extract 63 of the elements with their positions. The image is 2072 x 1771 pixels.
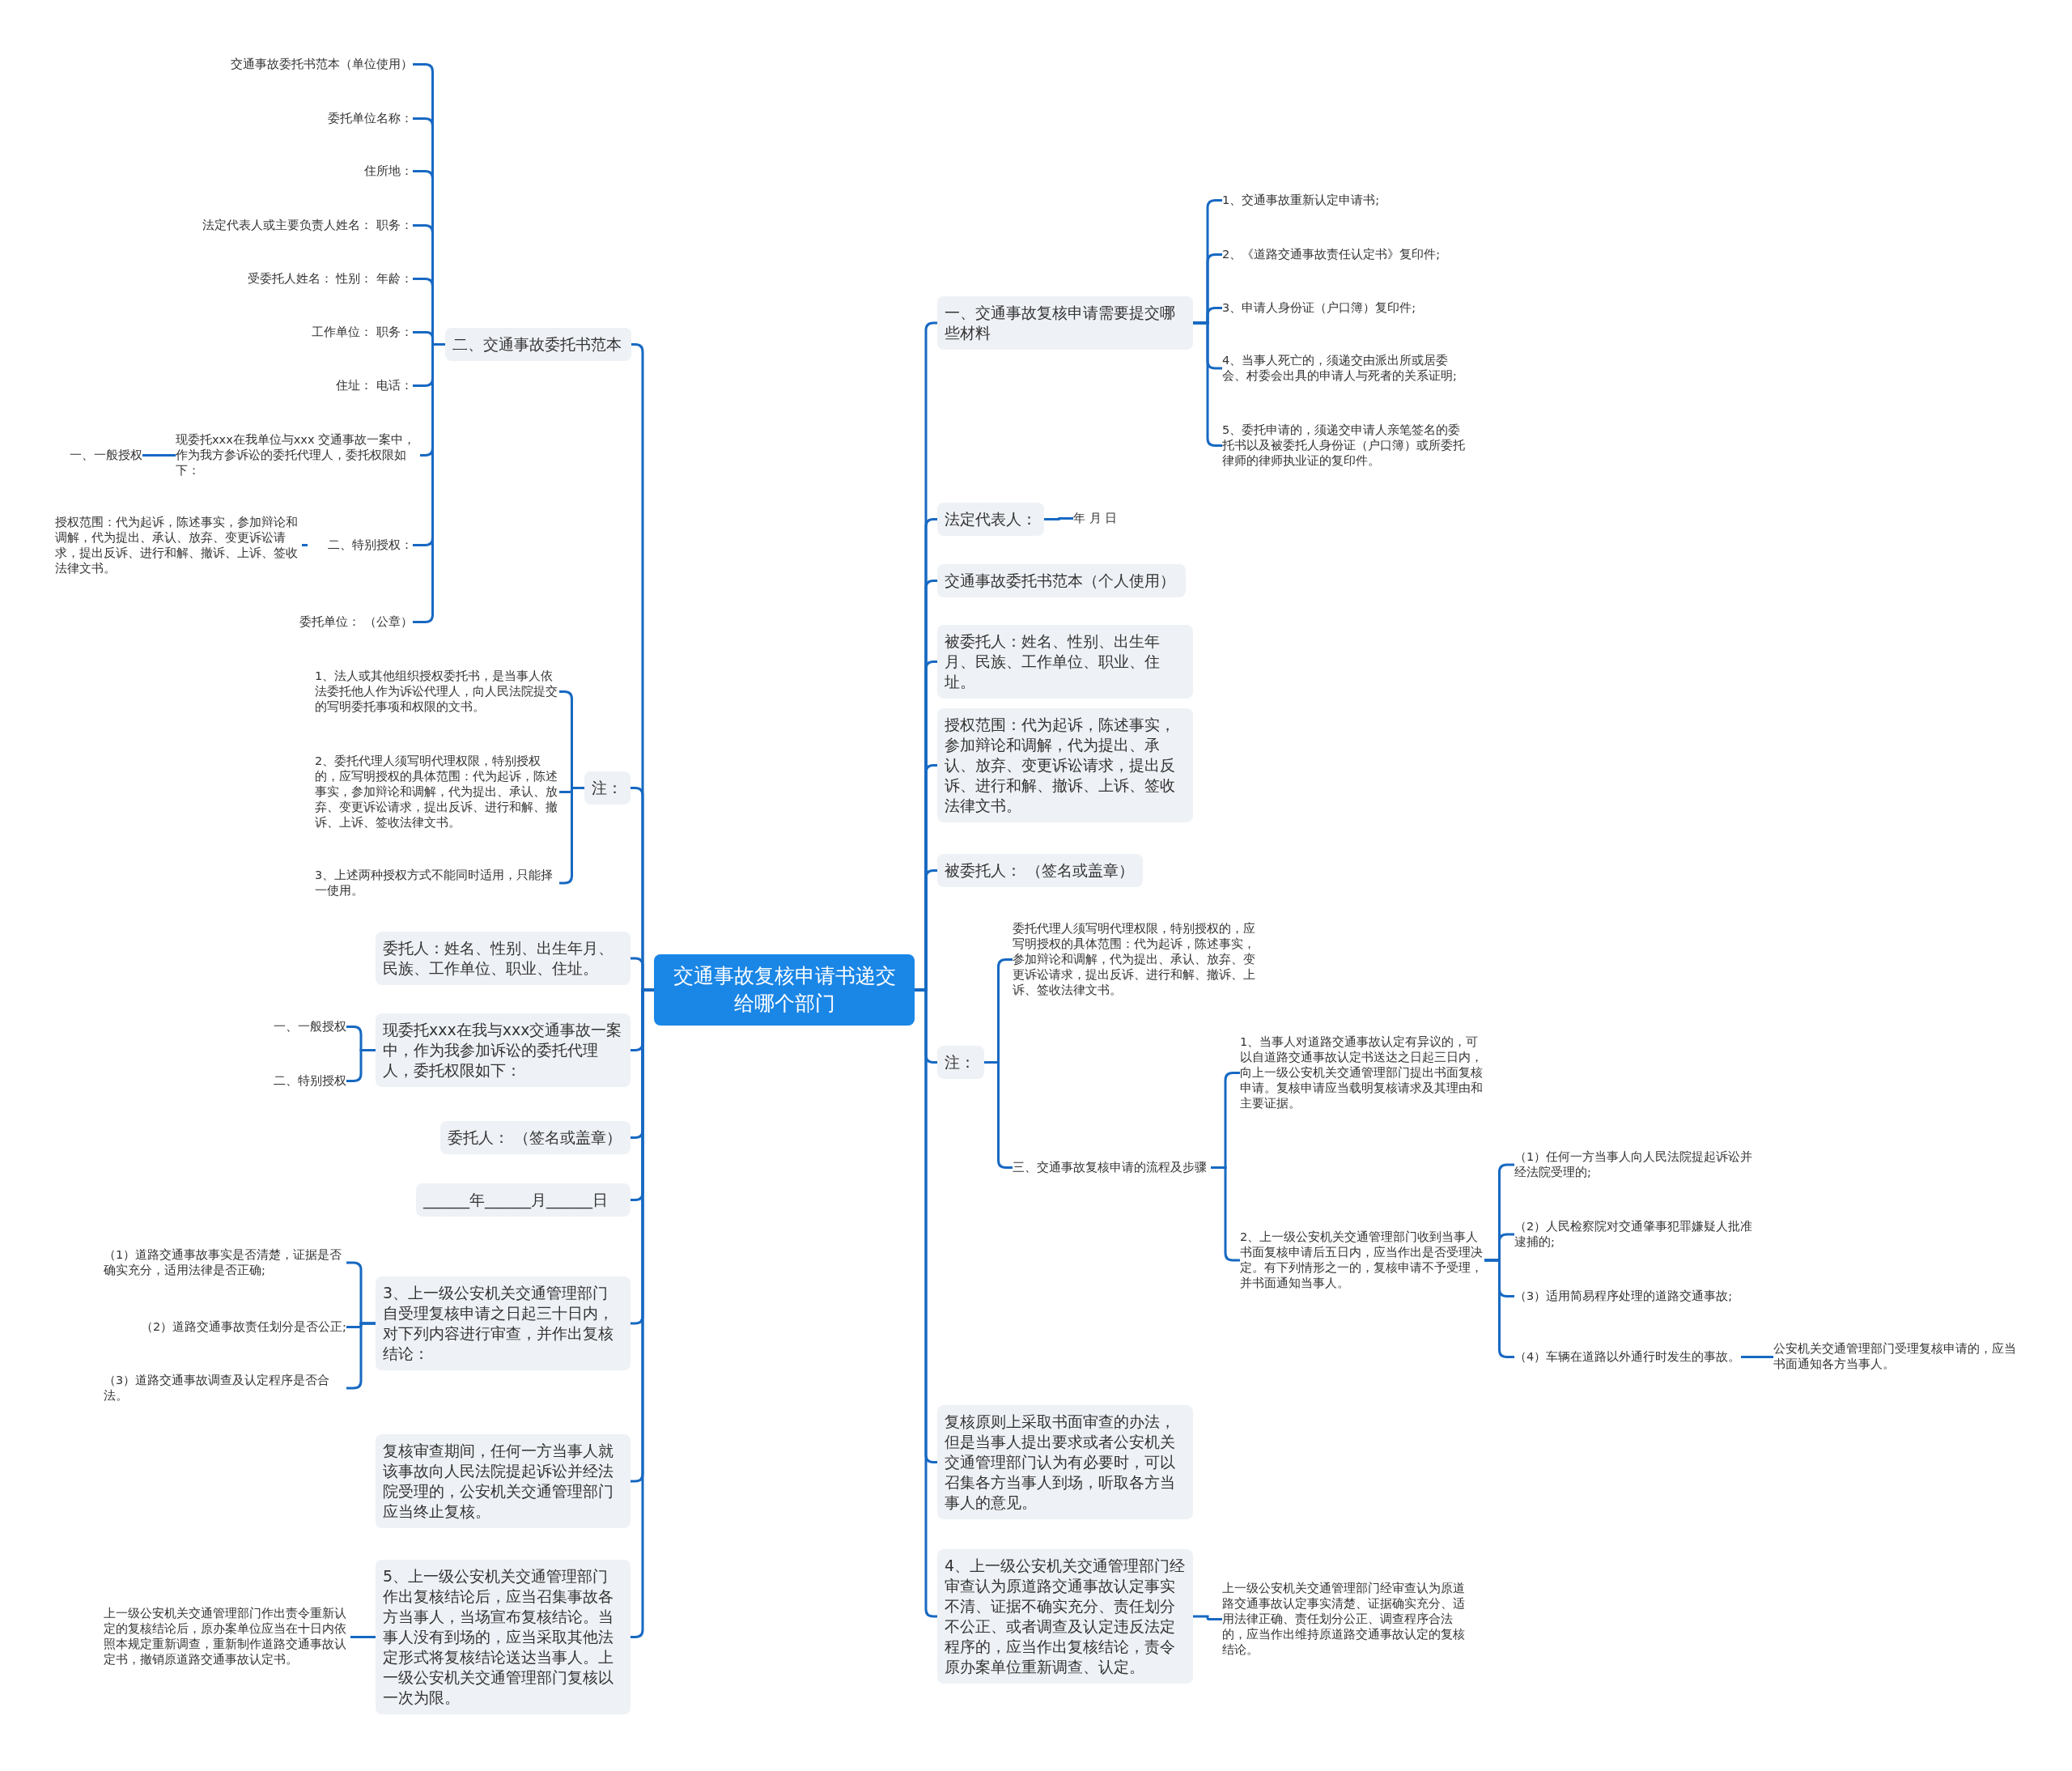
- topic-box: ______年______月______日: [416, 1183, 631, 1217]
- topic-box: 注：: [584, 771, 631, 805]
- topic-box: 3、上一级公安机关交通管理部门自受理复核申请之日起三十日内，对下列内容进行审查，并作出复核结论：: [376, 1276, 631, 1370]
- connector-line: [142, 454, 176, 457]
- topic-text: 1、法人或其他组织授权委托书，是当事人依法委托他人作为诉讼代理人，向人民法院提交的写明委托事项和权限的文书。: [315, 667, 559, 716]
- topic-text: 一、一般授权: [243, 1017, 346, 1036]
- topic-box: 复核审查期间，任何一方当事人就该事故向人民法院提起诉讼并经法院受理的，公安机关交通管理部门应当终止复核。: [376, 1434, 631, 1528]
- topic-text: 上一级公安机关交通管理部门经审查认为原道路交通事故认定事实清楚、证据确实充分、适用法律正确、责任划分公正、调查程序合法的，应当作出维持原道路交通事故认定的复核结论。: [1222, 1579, 1467, 1659]
- connector-line: [1741, 1356, 1773, 1358]
- topic-text: 住所地：: [89, 162, 413, 180]
- topic-text: 法定代表人或主要负责人姓名： 职务：: [89, 216, 413, 235]
- topic-text: 住址： 电话：: [89, 376, 413, 395]
- topic-box: 授权范围：代为起诉，陈述事实，参加辩论和调解，代为提出、承认、放弃、变更诉讼请求，提出反诉、进行和解、撤诉、上诉、签收法律文书。: [937, 708, 1193, 822]
- topic-text: （1）道路交通事故事实是否清楚，证据是否确实充分，适用法律是否正确;: [104, 1246, 346, 1280]
- topic-box: 复核原则上采取书面审查的办法，但是当事人提出要求或者公安机关交通管理部门认为有必要时，可以召集各方当事人到场，听取各方当事人的意见。: [937, 1405, 1193, 1519]
- topic-text: 现委托xxx在我单位与xxx 交通事故一案中，作为我方参诉讼的委托代理人，委托权限如下：: [176, 431, 420, 480]
- topic-box: 二、交通事故委托书范本: [445, 328, 631, 361]
- topic-box: 5、上一级公安机关交通管理部门作出复核结论后，应当召集事故各方当事人，当场宣布复核结论。当事人没有到场的，应当采取其他法定形式将复核结论送达当事人。上一级公安机关交通管理部门复核以一次为限。: [376, 1560, 631, 1714]
- topic-text: 年 月 日: [1073, 509, 1138, 528]
- topic-text: 1、交通事故重新认定申请书;: [1222, 191, 1514, 210]
- connector-line: [350, 1636, 376, 1638]
- topic-text: 委托单位： （公章）: [89, 613, 413, 631]
- topic-box: 注：: [937, 1046, 984, 1079]
- topic-text: 2、《道路交通事故责任认定书》复印件;: [1222, 245, 1514, 264]
- topic-box: 被委托人： （签名或盖章）: [937, 854, 1143, 887]
- topic-text: （2）人民检察院对交通肇事犯罪嫌疑人批准逮捕的;: [1514, 1217, 1761, 1251]
- topic-text: （4）车辆在道路以外通行时发生的事故。: [1514, 1348, 1741, 1366]
- topic-box: 被委托人：姓名、性别、出生年月、民族、工作单位、职业、住址。: [937, 625, 1193, 699]
- connector-line: [1193, 1615, 1222, 1620]
- topic-text: 2、上一级公安机关交通管理部门收到当事人书面复核申请后五日内，应当作出是否受理决定。有下列情形之一的，复核申请不予受理，并书面通知当事人。: [1240, 1228, 1484, 1293]
- topic-text: 二、特别授权：: [308, 536, 413, 554]
- topic-text: 工作单位： 职务：: [89, 323, 413, 342]
- topic-text: 4、当事人死亡的，须递交由派出所或居委会、村委会出具的申请人与死者的关系证明;: [1222, 351, 1469, 385]
- topic-text: （3）适用简易程序处理的道路交通事故;: [1514, 1287, 1761, 1306]
- topic-text: 上一级公安机关交通管理部门作出责令重新认定的复核结论后，原办案单位应当在十日内依照本规定重新调查，重新制作道路交通事故认定书，撤销原道路交通事故认定书。: [104, 1604, 350, 1669]
- topic-text: 2、委托代理人须写明代理权限，特别授权的，应写明授权的具体范围：代为起诉，陈述事实，参加辩论和调解，代为提出、承认、放弃、变更诉讼请求，提出反诉、进行和解、撤诉、上诉、签收法律文书。: [315, 752, 559, 832]
- topic-text: （1）任何一方当事人向人民法院提起诉讼并经法院受理的;: [1514, 1148, 1761, 1182]
- connector-line: [302, 544, 308, 546]
- topic-box: 交通事故委托书范本（个人使用）: [937, 564, 1186, 597]
- topic-text: 委托代理人须写明代理权限，特别授权的，应写明授权的具体范围：代为起诉，陈述事实，参加辩论和调解，代为提出、承认、放弃、变更诉讼请求，提出反诉、进行和解、撤诉、上诉、签收法律文书。: [1013, 919, 1257, 1000]
- topic-text: 公安机关交通管理部门受理复核申请的，应当书面通知各方当事人。: [1773, 1340, 2020, 1374]
- topic-text: （3）道路交通事故调查及认定程序是否合法。: [104, 1371, 346, 1405]
- connector-line: [346, 1049, 376, 1082]
- topic-text: 交通事故委托书范本（单位使用）: [89, 55, 413, 74]
- central-topic-box: 交通事故复核申请书递交给哪个部门: [654, 954, 915, 1026]
- topic-box: 法定代表人：: [937, 503, 1044, 536]
- connector-line: [1044, 517, 1073, 520]
- topic-text: 二、特别授权: [243, 1072, 346, 1090]
- topic-text: 3、申请人身份证（户口簿）复印件;: [1222, 299, 1514, 317]
- topic-box: 委托人：姓名、性别、出生年月、民族、工作单位、职业、住址。: [376, 932, 631, 985]
- topic-box: 4、上一级公安机关交通管理部门经审查认为原道路交通事故认定事实不清、证据不确实充分、责任划分不公正、或者调查及认定违反法定程序的，应当作出复核结论，责令原办案单位重新调查、认定。: [937, 1549, 1193, 1684]
- topic-box: 委托人： （签名或盖章）: [440, 1121, 631, 1154]
- topic-text: （2）道路交通事故责任划分是否公正;: [89, 1318, 346, 1336]
- topic-text: 三、交通事故复核申请的流程及步骤: [1013, 1158, 1211, 1177]
- topic-text: 3、上述两种授权方式不能同时适用，只能择一使用。: [315, 866, 559, 900]
- topic-text: 5、委托申请的，须递交申请人亲笔签名的委托书以及被委托人身份证（户口簿）或所委托律师的律师执业证的复印件。: [1222, 421, 1469, 470]
- topic-text: 一、一般授权: [49, 446, 142, 465]
- topic-box: 现委托xxx在我与xxx交通事故一案中，作为我参加诉讼的委托代理人，委托权限如下：: [376, 1013, 631, 1087]
- topic-box: 一、交通事故复核申请需要提交哪些材料: [937, 296, 1193, 350]
- topic-text: 1、当事人对道路交通事故认定有异议的，可以自道路交通事故认定书送达之日起三日内，向上一级公安机关交通管理部门提出书面复核申请。复核申请应当载明复核请求及其理由和主要证据。: [1240, 1033, 1484, 1113]
- topic-text: 授权范围：代为起诉，陈述事实，参加辩论和调解，代为提出、承认、放弃、变更诉讼请求，提出反诉、进行和解、撤诉、上诉、签收法律文书。: [55, 513, 302, 578]
- topic-text: 受委托人姓名： 性别： 年龄：: [89, 270, 413, 288]
- topic-text: 委托单位名称：: [89, 109, 413, 128]
